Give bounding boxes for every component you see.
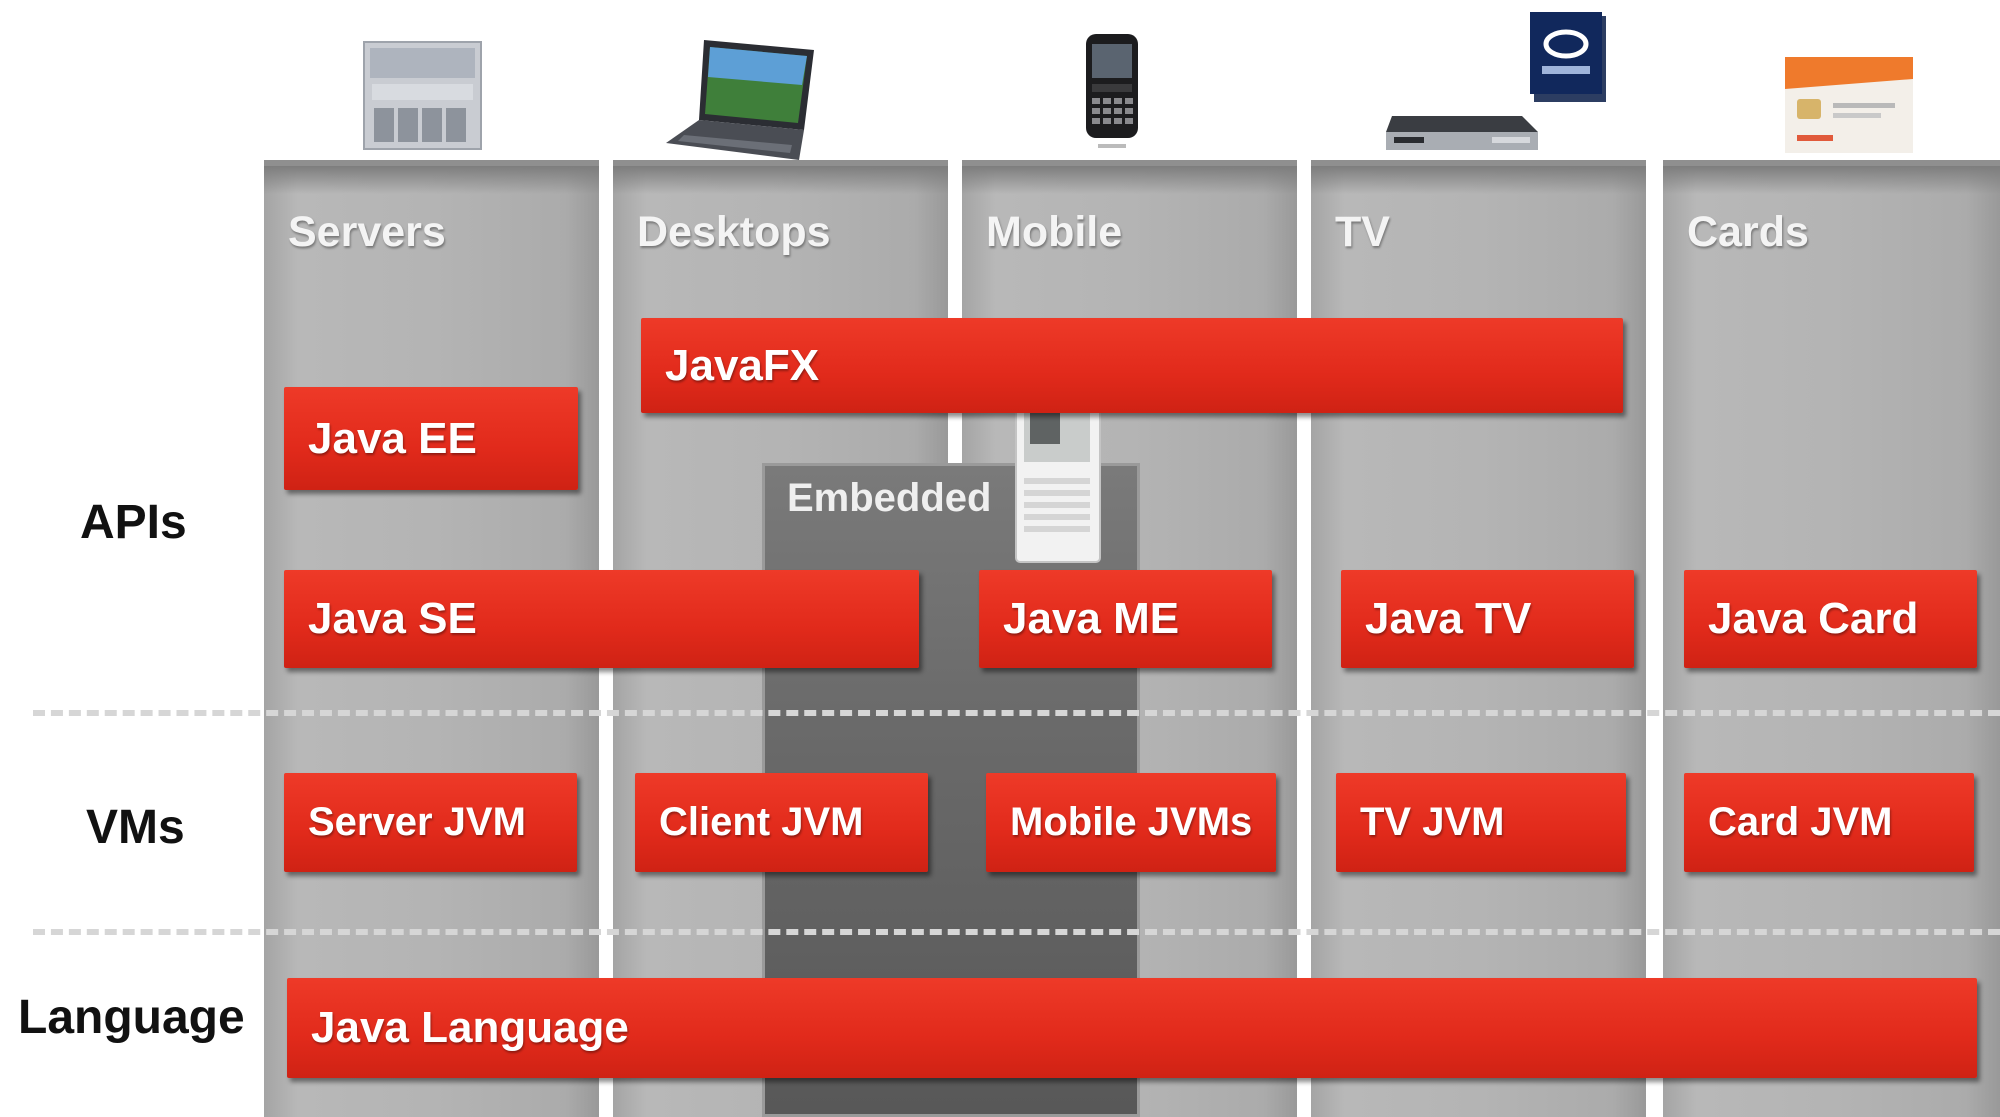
javafx-label: JavaFX: [665, 340, 820, 390]
settop-box-icon: [1382, 110, 1540, 155]
java-se-bar: Java SE: [284, 570, 919, 668]
java-ee-bar: Java EE: [284, 387, 578, 490]
server-jvm-bar: Server JVM: [284, 773, 577, 872]
java-tv-label: Java TV: [1365, 594, 1532, 643]
laptop-icon: [664, 35, 819, 165]
server-icon: [360, 38, 485, 153]
mobile-jvms-label: Mobile JVMs: [1010, 800, 1253, 844]
server-jvm-label: Server JVM: [308, 800, 526, 844]
tv-jvm-bar: TV JVM: [1336, 773, 1626, 872]
tv-jvm-label: TV JVM: [1360, 800, 1505, 844]
mobile-jvms-bar: Mobile JVMs: [986, 773, 1276, 872]
sim-card-icon: [1783, 55, 1915, 155]
row-label-language: Language: [18, 991, 245, 1044]
column-title-tv: TV: [1335, 208, 1390, 256]
java-me-bar: Java ME: [979, 570, 1272, 668]
java-card-label: Java Card: [1708, 594, 1919, 643]
row-label-apis: APIs: [80, 496, 187, 549]
bluray-icon: [1528, 10, 1608, 105]
javafx-bar: JavaFX: [641, 318, 1623, 413]
card-jvm-label: Card JVM: [1708, 800, 1893, 844]
java-tv-bar: Java TV: [1341, 570, 1634, 668]
row-label-vms: VMs: [86, 801, 185, 854]
java-card-bar: Java Card: [1684, 570, 1977, 668]
java-me-label: Java ME: [1003, 594, 1180, 643]
client-jvm-bar: Client JVM: [635, 773, 928, 872]
separator-vms-language: [33, 929, 2000, 935]
client-jvm-label: Client JVM: [659, 800, 864, 844]
separator-apis-vms: [33, 710, 2000, 716]
java-language-bar: Java Language: [287, 978, 1977, 1078]
card-jvm-bar: Card JVM: [1684, 773, 1974, 872]
column-title-cards: Cards: [1687, 208, 1809, 256]
java-se-label: Java SE: [308, 594, 477, 643]
embedded-label: Embedded: [787, 476, 992, 520]
java-ee-label: Java EE: [308, 413, 477, 463]
java-language-label: Java Language: [311, 1003, 629, 1052]
column-title-servers: Servers: [288, 208, 446, 256]
phone-icon: [1082, 32, 1142, 154]
column-title-desktops: Desktops: [637, 208, 831, 256]
column-title-mobile: Mobile: [986, 208, 1123, 256]
